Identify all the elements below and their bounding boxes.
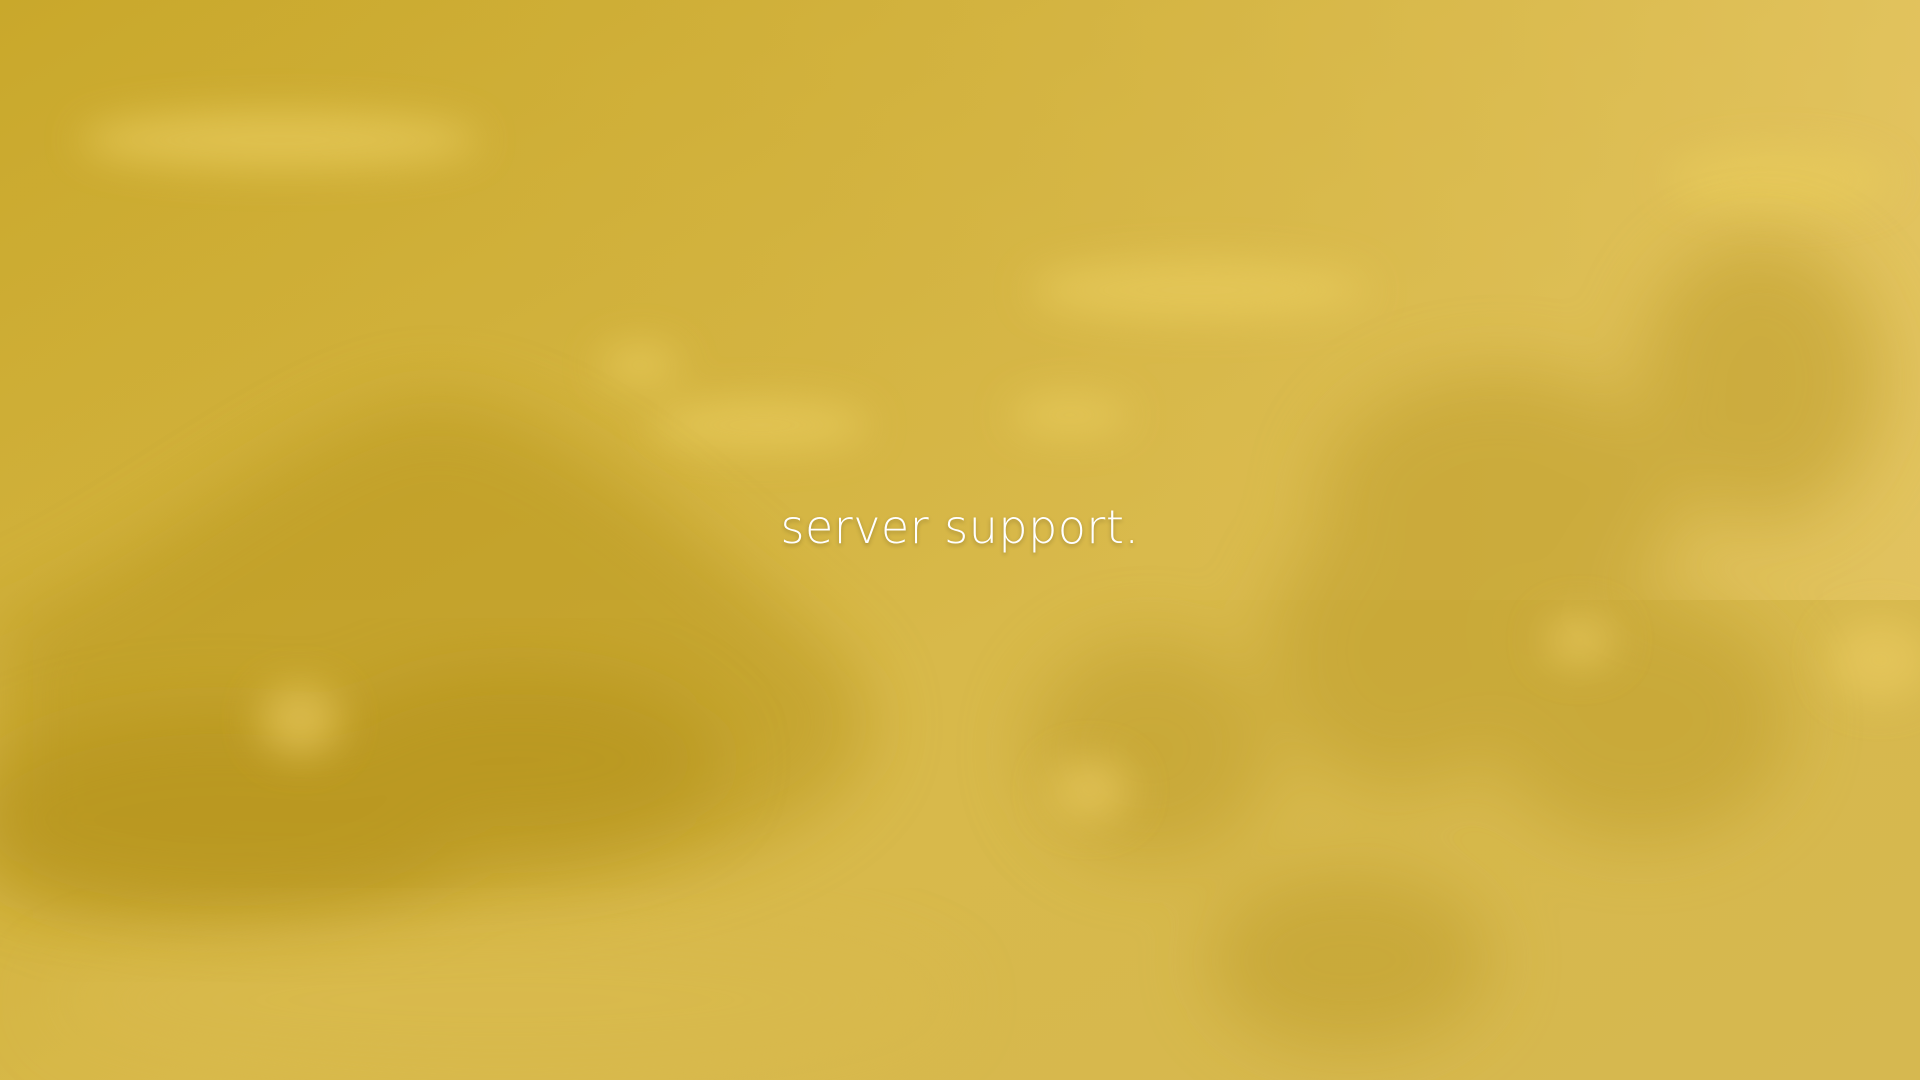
- message-text: server support.: [780, 500, 1140, 554]
